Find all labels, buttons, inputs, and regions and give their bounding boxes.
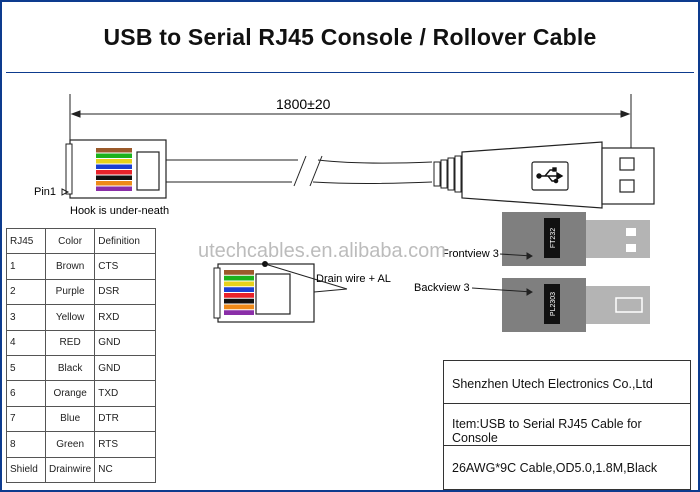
cable bbox=[166, 155, 433, 187]
wire-stripe bbox=[224, 310, 254, 315]
wire-stripe bbox=[224, 293, 254, 298]
table-cell: 2 bbox=[6, 278, 46, 306]
company-name: Shenzhen Utech Electronics Co.,Ltd bbox=[452, 377, 653, 391]
dimension-label: 1800±20 bbox=[276, 96, 331, 112]
table-cell: Brown bbox=[44, 253, 96, 280]
chip-text-ft232: FT232 bbox=[550, 228, 557, 248]
rj45-connector-top bbox=[61, 139, 167, 199]
wire-stripe bbox=[96, 170, 132, 175]
wire-stripe bbox=[96, 175, 132, 180]
wire-stripe bbox=[96, 181, 132, 186]
watermark: utechcables.en.alibaba.com bbox=[198, 240, 446, 262]
pin1-label: Pin1 bbox=[34, 186, 56, 198]
rj45-connector-bottom bbox=[213, 261, 348, 323]
table-header-cell: RJ45 bbox=[6, 227, 46, 255]
info-box: Shenzhen Utech Electronics Co.,Ltd Item:… bbox=[443, 360, 691, 490]
backview-label: Backview 3 bbox=[414, 282, 470, 294]
chip-arrows bbox=[471, 252, 533, 296]
table-cell: 8 bbox=[6, 431, 46, 458]
title-rule bbox=[6, 72, 694, 73]
table-header-cell: Definition bbox=[94, 227, 157, 255]
wire-stripe bbox=[96, 164, 132, 169]
frontview-label: Frontview 3 bbox=[442, 248, 499, 260]
chip-text-pl2303: PL2303 bbox=[550, 292, 557, 316]
wire-stripe bbox=[224, 270, 254, 275]
wire-stripe bbox=[224, 304, 254, 310]
table-cell: Orange bbox=[44, 380, 96, 407]
table-cell: Yellow bbox=[44, 304, 96, 331]
drain-wire-label: Drain wire + AL bbox=[316, 273, 391, 285]
table-cell: DTR bbox=[94, 405, 157, 433]
wire-stripe bbox=[224, 287, 254, 292]
table-cell: DSR bbox=[94, 278, 157, 306]
wire-stripe bbox=[96, 159, 132, 164]
table-cell: RED bbox=[44, 329, 96, 356]
wire-stripe bbox=[96, 186, 132, 191]
table-cell: 1 bbox=[6, 253, 46, 280]
table-cell: RTS bbox=[94, 431, 157, 458]
table-cell: 4 bbox=[6, 329, 46, 356]
strain-relief bbox=[433, 155, 462, 193]
chip-backview bbox=[502, 278, 650, 332]
table-cell: Drainwire bbox=[44, 456, 96, 483]
table-cell: Purple bbox=[44, 278, 96, 306]
rj45-wires-top bbox=[96, 148, 132, 191]
table-cell: 6 bbox=[6, 380, 46, 407]
table-cell: 5 bbox=[6, 354, 46, 382]
item-description: Item:USB to Serial RJ45 Cable for Consol… bbox=[452, 417, 642, 445]
table-cell: GND bbox=[94, 354, 157, 382]
usb-symbol-icon bbox=[536, 167, 564, 184]
table-cell: RXD bbox=[94, 304, 157, 331]
wire-stripe bbox=[224, 275, 254, 281]
table-cell: 3 bbox=[6, 304, 46, 331]
table-cell: NC bbox=[94, 456, 157, 483]
wire-stripe bbox=[96, 148, 132, 153]
table-cell: 7 bbox=[6, 405, 46, 433]
usb-connector bbox=[461, 141, 655, 209]
table-cell: Black bbox=[44, 354, 96, 382]
hook-label: Hook is under-neath bbox=[70, 205, 169, 217]
table-cell: TXD bbox=[94, 380, 157, 407]
table-cell: CTS bbox=[94, 253, 157, 280]
wire-stripe bbox=[96, 153, 132, 158]
cable-spec: 26AWG*9C Cable,OD5.0,1.8M,Black bbox=[452, 461, 658, 475]
table-header-cell: Color bbox=[44, 227, 96, 255]
wire-stripe bbox=[224, 281, 254, 287]
diagram-title: USB to Serial RJ45 Console / Rollover Ca… bbox=[103, 24, 597, 50]
rj45-wires-bottom bbox=[224, 270, 254, 315]
table-cell: Green bbox=[44, 431, 96, 458]
table-cell: Blue bbox=[44, 405, 96, 433]
wire-stripe bbox=[224, 298, 254, 304]
table-cell: Shield bbox=[6, 456, 46, 483]
chip-frontview bbox=[502, 212, 650, 266]
table-cell: GND bbox=[94, 329, 157, 356]
